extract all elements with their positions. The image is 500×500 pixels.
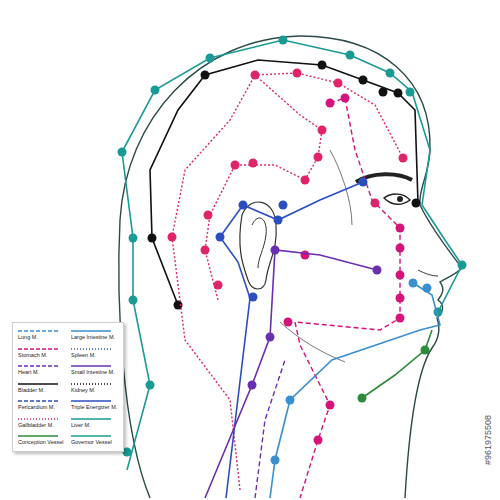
pupil xyxy=(397,196,403,202)
legend-sample-line xyxy=(71,328,111,334)
legend-label: Conception Vessel xyxy=(18,439,64,446)
legend-sample-line xyxy=(18,381,58,387)
legend-item: Bladder M. xyxy=(18,381,70,397)
legend-box: Lung M. Large Intestine M. Stomach M. Splee… xyxy=(12,322,124,452)
legend-sample-line xyxy=(71,381,111,387)
governor-vessel xyxy=(118,36,467,471)
legend-item: Triple Energizer M. xyxy=(71,398,123,414)
legend-label: Stomach M. xyxy=(18,352,47,359)
legend-item: Gallbladder M. xyxy=(18,416,70,432)
legend-label: Heart M. xyxy=(18,369,39,376)
legend-label: Large Intestine M. xyxy=(71,334,115,341)
bladder-meridian xyxy=(148,60,421,310)
legend-sample-line xyxy=(71,416,111,422)
stock-id-watermark: #961975508 xyxy=(483,415,493,465)
legend-label: Kidney M. xyxy=(71,387,95,394)
legend-sample-line xyxy=(71,433,111,439)
legend-item: Lung M. xyxy=(18,328,70,344)
nostril xyxy=(418,270,438,276)
legend-sample-line xyxy=(71,346,111,352)
legend-item: Liver M. xyxy=(71,416,123,432)
legend-item: Conception Vessel xyxy=(18,433,70,449)
legend-label: Spleen M. xyxy=(71,352,96,359)
legend-sample-line xyxy=(18,416,58,422)
eye xyxy=(384,194,410,204)
head-outline xyxy=(119,36,462,498)
gallbladder-meridian xyxy=(168,69,408,491)
legend-label: Lung M. xyxy=(18,334,38,341)
ear-outline xyxy=(240,202,276,289)
legend-item: Spleen M. xyxy=(71,346,123,362)
heart-meridian xyxy=(255,360,285,498)
stomach-meridian xyxy=(284,94,405,499)
legend-label: Liver M. xyxy=(71,422,91,429)
legend-label: Triple Energizer M. xyxy=(71,404,117,411)
conception-vessel xyxy=(358,330,433,403)
legend-label: Bladder M. xyxy=(18,387,45,394)
triple-energizer-meridian xyxy=(216,178,368,499)
legend-sample-line xyxy=(18,433,58,439)
legend-sample-line xyxy=(18,346,58,352)
legend-item: Stomach M. xyxy=(18,346,70,362)
legend-label: Pericardium M. xyxy=(18,404,55,411)
legend-label: Small Intestine M. xyxy=(71,369,115,376)
legend-sample-line xyxy=(18,398,58,404)
legend-item: Kidney M. xyxy=(71,381,123,397)
large-intestine-meridian xyxy=(270,279,440,499)
legend-label: Governor Vessel xyxy=(71,439,112,446)
legend-item: Governor Vessel xyxy=(71,433,123,449)
legend-sample-line xyxy=(18,328,58,334)
legend-label: Gallbladder M. xyxy=(18,422,54,429)
small-intestine-meridian xyxy=(205,246,382,499)
legend-item: Small Intestine M. xyxy=(71,363,123,379)
ear-inner xyxy=(252,218,266,268)
jaw-line xyxy=(280,322,345,362)
legend-sample-line xyxy=(18,363,58,369)
legend-sample-line xyxy=(71,363,111,369)
legend-item: Heart M. xyxy=(18,363,70,379)
legend-item: Large Intestine M. xyxy=(71,328,123,344)
legend-sample-line xyxy=(71,398,111,404)
legend-item: Pericardium M. xyxy=(18,398,70,414)
